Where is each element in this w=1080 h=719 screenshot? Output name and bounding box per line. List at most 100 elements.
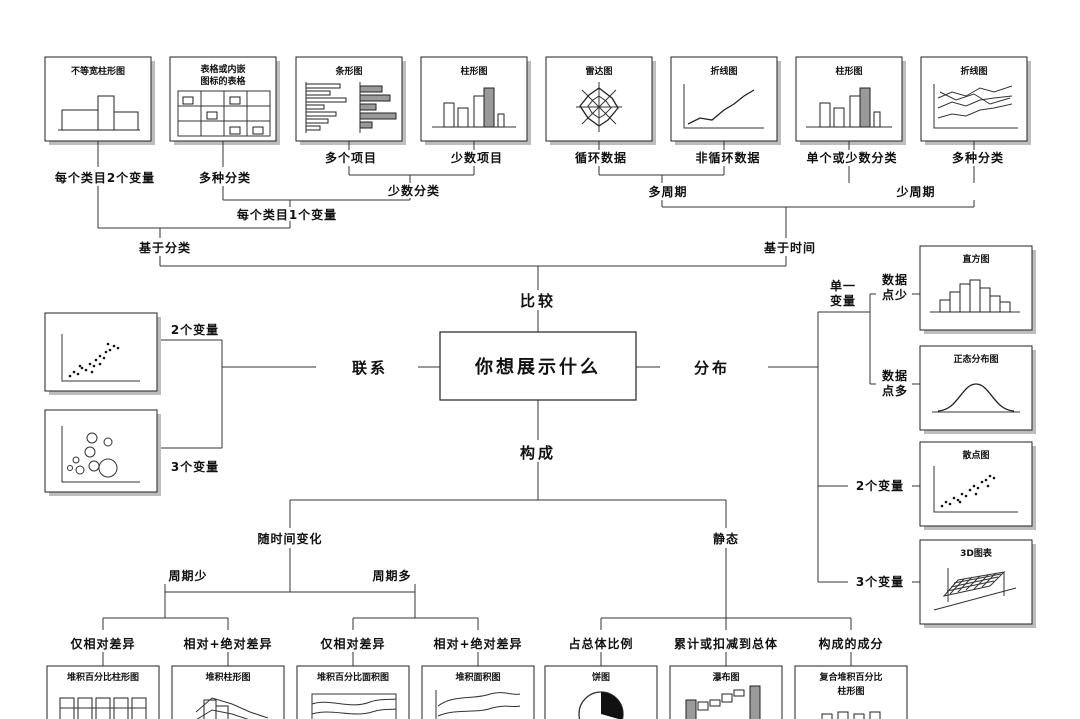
label-many-items: 多个项目 xyxy=(325,150,377,165)
label-cyclic-data: 循环数据 xyxy=(575,150,627,165)
branch-compare: 比较 xyxy=(520,292,556,310)
label-single-or-few-categories: 单个或少数分类 xyxy=(806,150,897,165)
stacked-percent-area-icon xyxy=(311,693,397,719)
card-title: 堆积百分比面积图 xyxy=(317,671,389,683)
label-many-periods: 多周期 xyxy=(648,184,687,199)
card-title: 直方图 xyxy=(962,253,989,265)
card-scatter-relation xyxy=(44,312,161,395)
card-histogram: 直方图 xyxy=(919,245,1036,334)
card-title: 柱形图 xyxy=(835,65,862,77)
composition-tree-lines xyxy=(102,400,852,666)
scatter-icon xyxy=(61,334,140,382)
composite-stacked-column-icon xyxy=(821,711,881,719)
card-bar-chart: 条形图 xyxy=(295,56,406,145)
card-pie-chart: 饼图 xyxy=(544,665,658,719)
card-radar-chart: 雷达图 xyxy=(545,56,656,145)
card-waterfall: 瀑布图 xyxy=(669,665,783,719)
stacked-area-icon xyxy=(435,690,521,719)
label-many-categories: 多种分类 xyxy=(199,170,251,185)
branch-distribution: 分布 xyxy=(694,359,730,377)
multi-line-chart-icon xyxy=(933,84,1018,129)
card-title: 正态分布图 xyxy=(953,353,998,365)
label-relative-absolute-a: 相对+绝对差异 xyxy=(183,636,272,651)
label-dist-three-variables: 3个变量 xyxy=(856,574,904,589)
label-dist-two-variables: 2个变量 xyxy=(856,478,904,493)
card-stacked-percent-column: 堆积百分比柱形图 xyxy=(46,665,160,719)
label-few-categories: 少数分类 xyxy=(387,183,440,198)
label-many-points-2: 点多 xyxy=(882,383,908,398)
stacked-percent-column-icon xyxy=(59,697,147,719)
label-share-of-total: 占总体比例 xyxy=(568,636,633,651)
card-title: 折线图 xyxy=(960,65,987,77)
column-chart-icon xyxy=(432,87,516,128)
card-normal-distribution: 正态分布图 xyxy=(919,345,1036,434)
label-relative-absolute-b: 相对+绝对差异 xyxy=(433,636,522,651)
card-title-line2: 柱形图 xyxy=(837,685,864,697)
card-title-line1: 表格或内嵌 xyxy=(199,63,245,75)
label-over-time: 随时间变化 xyxy=(257,531,322,546)
center-box: 你想展示什么 xyxy=(439,331,637,401)
card-title: 柱形图 xyxy=(460,65,487,77)
label-few-periods: 少周期 xyxy=(895,184,935,199)
bubble-chart-icon xyxy=(61,426,140,483)
label-few-periods-comp: 周期少 xyxy=(168,568,207,583)
compare-labels: 每个类目2个变量 多种分类 多个项目 少数项目 少数分类 每个类目1个变量 基于… xyxy=(55,150,1004,255)
compare-tree-lines xyxy=(97,141,975,332)
stacked-column-icon xyxy=(195,697,269,719)
label-few-points-2: 点少 xyxy=(882,287,908,302)
label-relative-only-b: 仅相对差异 xyxy=(319,636,385,651)
label-three-variables: 3个变量 xyxy=(171,459,219,474)
label-many-points-1: 数据 xyxy=(882,368,908,383)
label-few-points-1: 数据 xyxy=(882,272,908,287)
label-single-variable-2: 变量 xyxy=(830,293,856,308)
card-column-chart-time: 柱形图 xyxy=(795,56,906,145)
card-title-line1: 复合堆积百分比 xyxy=(818,671,882,683)
line-chart-icon xyxy=(683,84,764,129)
card-line-chart-noncyclic: 折线图 xyxy=(670,56,781,145)
histogram-icon xyxy=(930,279,1020,313)
label-by-time: 基于时间 xyxy=(763,240,816,255)
card-title: 堆积柱形图 xyxy=(205,671,250,683)
card-title: 瀑布图 xyxy=(712,671,739,683)
card-table-with-icons: 表格或内嵌 图标的表格 xyxy=(169,56,280,145)
label-accumulate-to-total: 累计或扣减到总体 xyxy=(674,636,778,651)
branch-composition: 构成 xyxy=(520,444,556,462)
label-many-periods-comp: 周期多 xyxy=(372,568,411,583)
bell-curve-icon xyxy=(932,383,1020,413)
label-few-items: 少数项目 xyxy=(450,150,503,165)
table-icon xyxy=(177,90,271,137)
card-title: 折线图 xyxy=(710,65,737,77)
relation-tree-lines xyxy=(160,339,818,449)
card-column-chart-few: 柱形图 xyxy=(420,56,531,145)
card-3d-chart: 3D图表 xyxy=(919,539,1036,628)
label-single-variable-1: 单一 xyxy=(830,278,856,293)
label-two-variables: 2个变量 xyxy=(171,322,219,337)
label-components: 构成的成分 xyxy=(818,636,883,651)
card-scatter-distribution: 散点图 xyxy=(919,441,1036,530)
branch-relation: 联系 xyxy=(352,359,388,377)
card-stacked-percent-area: 堆积百分比面积图 xyxy=(296,665,410,719)
label-many-categories-time: 多种分类 xyxy=(952,150,1004,165)
variable-width-column-icon xyxy=(58,95,140,131)
label-by-category: 基于分类 xyxy=(138,240,191,255)
center-question: 你想展示什么 xyxy=(474,356,601,378)
card-title: 不等宽柱形图 xyxy=(71,65,125,77)
card-title: 条形图 xyxy=(334,65,362,77)
card-bubble-relation xyxy=(44,409,161,496)
card-stacked-column: 堆积柱形图 xyxy=(171,665,285,719)
card-title-line2: 图标的表格 xyxy=(200,75,246,87)
scatter-icon xyxy=(933,466,1018,513)
surface-3d-icon xyxy=(933,568,1017,611)
card-stacked-area: 堆积面积图 xyxy=(421,665,535,719)
card-title: 堆积百分比柱形图 xyxy=(67,671,139,683)
card-title: 饼图 xyxy=(592,671,610,683)
card-title: 3D图表 xyxy=(960,547,993,559)
label-static: 静态 xyxy=(713,531,739,546)
label-noncyclic-data: 非循环数据 xyxy=(695,150,760,165)
distribution-tree-lines xyxy=(817,293,920,583)
card-variable-width-column: 不等宽柱形图 xyxy=(44,56,155,145)
card-title: 雷达图 xyxy=(585,65,612,77)
waterfall-icon xyxy=(685,685,761,719)
card-title: 散点图 xyxy=(962,449,989,461)
